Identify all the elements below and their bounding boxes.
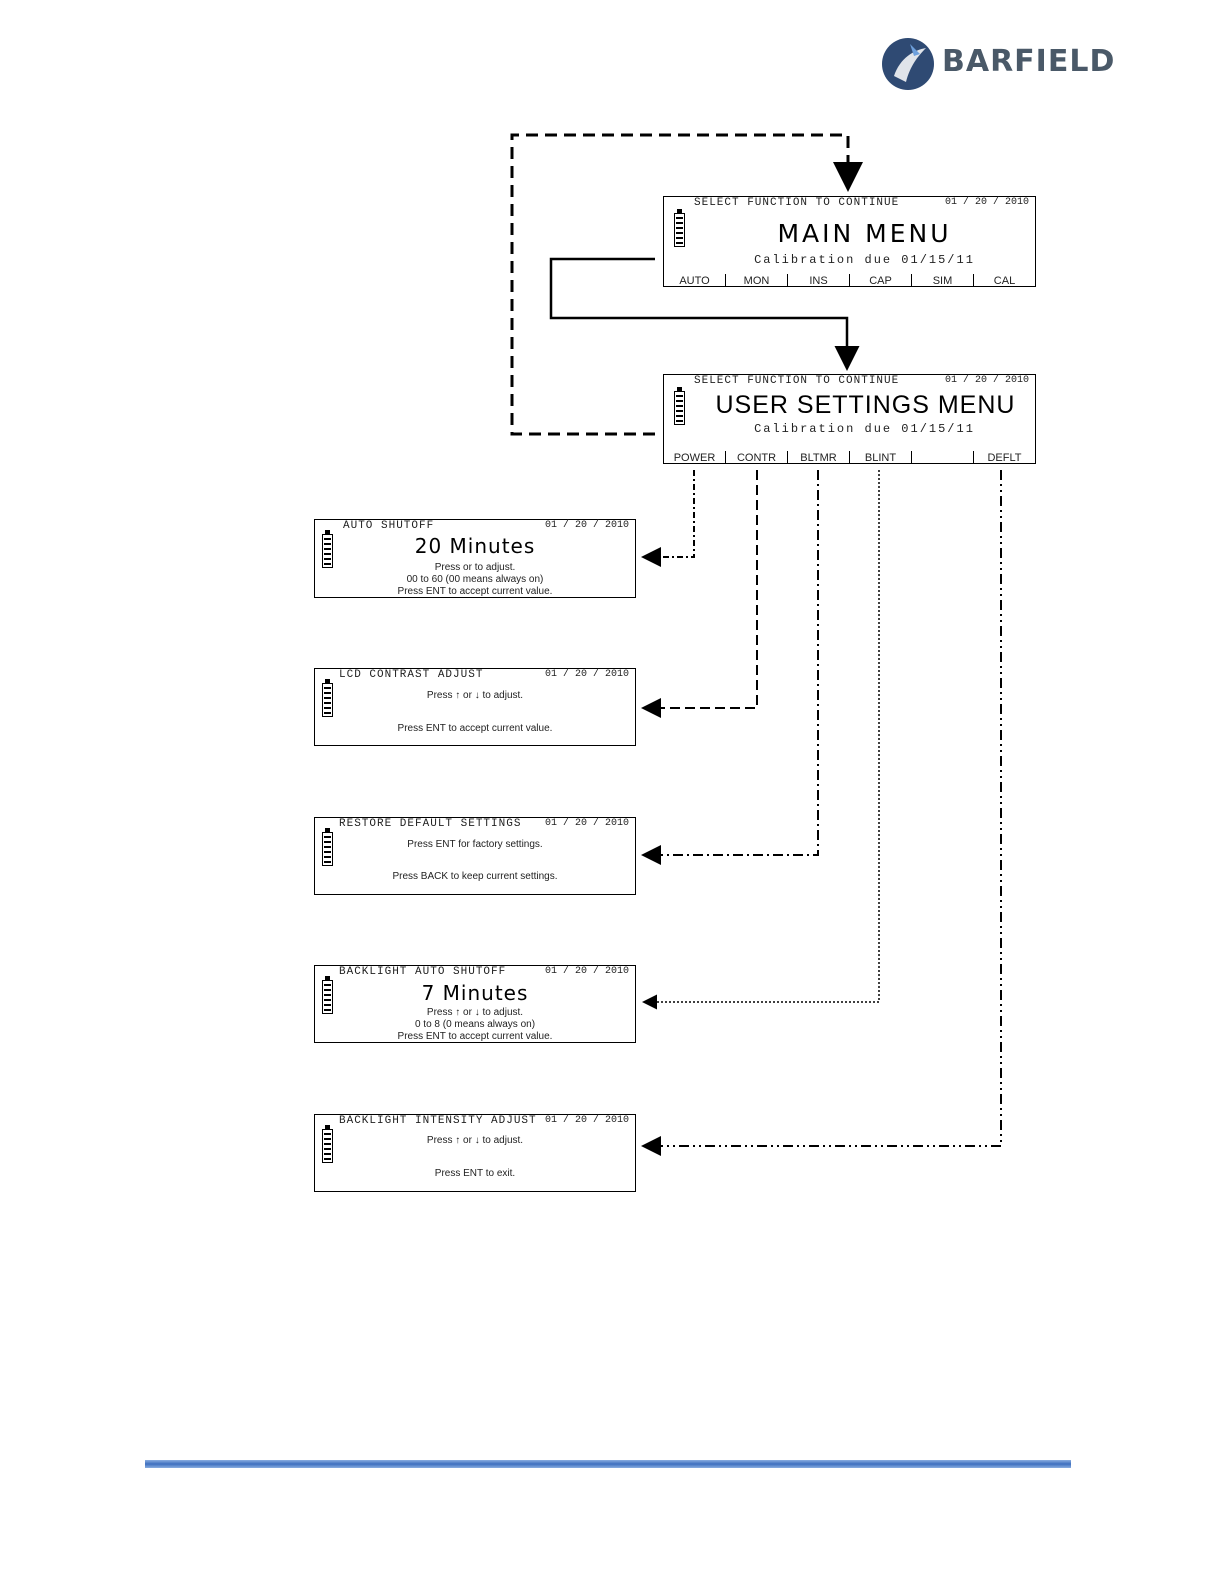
backlight-intensity-screen: BACKLIGHT INTENSITY ADJUST 01 / 20 / 201… [314,1114,636,1192]
backlight-value: 7 Minutes [421,981,529,1005]
screen-date: 01 / 20 / 2010 [544,1115,629,1126]
battery-icon [322,530,333,568]
screen-header: SELECT FUNCTION TO CONTINUE [694,375,900,387]
bltmr-connector [641,470,819,865]
battery-icon [322,828,333,866]
screen-date: 01 / 20 / 2010 [544,669,629,680]
screen-title: USER SETTINGS MENU [715,391,1016,419]
main-to-user-settings-connector [549,257,860,371]
battery-icon [322,1125,333,1163]
softkey-blank [911,451,973,463]
screen-date: 01 / 20 / 2010 [944,197,1029,208]
main-menu-screen: SELECT FUNCTION TO CONTINUE 01 / 20 / 20… [663,196,1036,287]
screen-header: AUTO SHUTOFF [343,520,435,532]
softkey-power[interactable]: POWER [673,452,716,464]
battery-icon [322,679,333,717]
accept-instructions: Press ENT to accept current value. [397,586,553,597]
calibration-due: Calibration due 01/15/11 [754,422,975,436]
accept-instructions: Press ENT to accept current value. [397,1031,553,1042]
restore-defaults-screen: RESTORE DEFAULT SETTINGS 01 / 20 / 2010 … [314,817,636,895]
calibration-due: Calibration due 01/15/11 [754,253,975,267]
user-settings-screen: SELECT FUNCTION TO CONTINUE 01 / 20 / 20… [663,374,1036,464]
deflt-connector [641,470,1002,1156]
softkey-mon[interactable]: MON [725,274,787,287]
barfield-logo: BARFIELD [880,36,1160,96]
softkey-deflt[interactable]: DEFLT [973,451,1035,464]
back-to-main-connector [510,133,863,436]
screen-title: MAIN MENU [777,219,952,248]
softkey-ins[interactable]: INS [787,274,849,287]
exit-instructions: Press ENT to exit. [434,1168,516,1179]
battery-icon [674,387,685,425]
shutoff-value: 20 Minutes [414,534,536,558]
main-menu-softkeys: AUTO MON INS CAP SIM CAL [664,271,1035,287]
auto-shutoff-screen: AUTO SHUTOFF 01 / 20 / 2010 20 Minutes P… [314,519,636,598]
logo-globe-icon [882,38,934,90]
screen-header: RESTORE DEFAULT SETTINGS [339,818,522,830]
adjust-instructions: Press ↑ or ↓ to adjust. [426,690,524,701]
factory-instructions: Press ENT for factory settings. [407,839,543,850]
screen-header: BACKLIGHT INTENSITY ADJUST [339,1115,537,1127]
softkey-blint[interactable]: BLINT [849,451,911,464]
adjust-instructions: Press or to adjust. [434,562,516,573]
softkey-cal[interactable]: CAL [973,274,1035,287]
accept-instructions: Press ENT to accept current value. [397,723,553,734]
range-instructions: 00 to 60 (00 means always on) [406,574,544,585]
screen-date: 01 / 20 / 2010 [944,375,1029,386]
softkey-auto[interactable]: AUTO [679,275,710,287]
screen-header: SELECT FUNCTION TO CONTINUE [694,197,900,209]
screen-date: 01 / 20 / 2010 [544,818,629,829]
power-connector [641,470,695,567]
softkey-cap[interactable]: CAP [849,274,911,287]
lcd-contrast-screen: LCD CONTRAST ADJUST 01 / 20 / 2010 Press… [314,668,636,746]
contrast-connector [641,470,758,718]
keep-instructions: Press BACK to keep current settings. [392,871,558,882]
blint-connector [642,470,880,1010]
adjust-instructions: Press ↑ or ↓ to adjust. [426,1007,524,1018]
screen-date: 01 / 20 / 2010 [544,520,629,531]
softkey-bltmr[interactable]: BLTMR [787,451,849,464]
brand-name: BARFIELD [942,44,1116,79]
battery-icon [674,209,685,247]
range-instructions: 0 to 8 (0 means always on) [414,1019,536,1030]
screen-date: 01 / 20 / 2010 [544,966,629,977]
backlight-shutoff-screen: BACKLIGHT AUTO SHUTOFF 01 / 20 / 2010 7 … [314,965,636,1043]
softkey-sim[interactable]: SIM [911,274,973,287]
adjust-instructions: Press ↑ or ↓ to adjust. [426,1135,524,1146]
screen-header: LCD CONTRAST ADJUST [339,669,484,681]
user-settings-softkeys: POWER CONTR BLTMR BLINT DEFLT [664,448,1035,464]
footer-rule [145,1460,1071,1468]
screen-header: BACKLIGHT AUTO SHUTOFF [339,966,507,978]
battery-icon [322,976,333,1014]
softkey-contr[interactable]: CONTR [725,451,787,464]
